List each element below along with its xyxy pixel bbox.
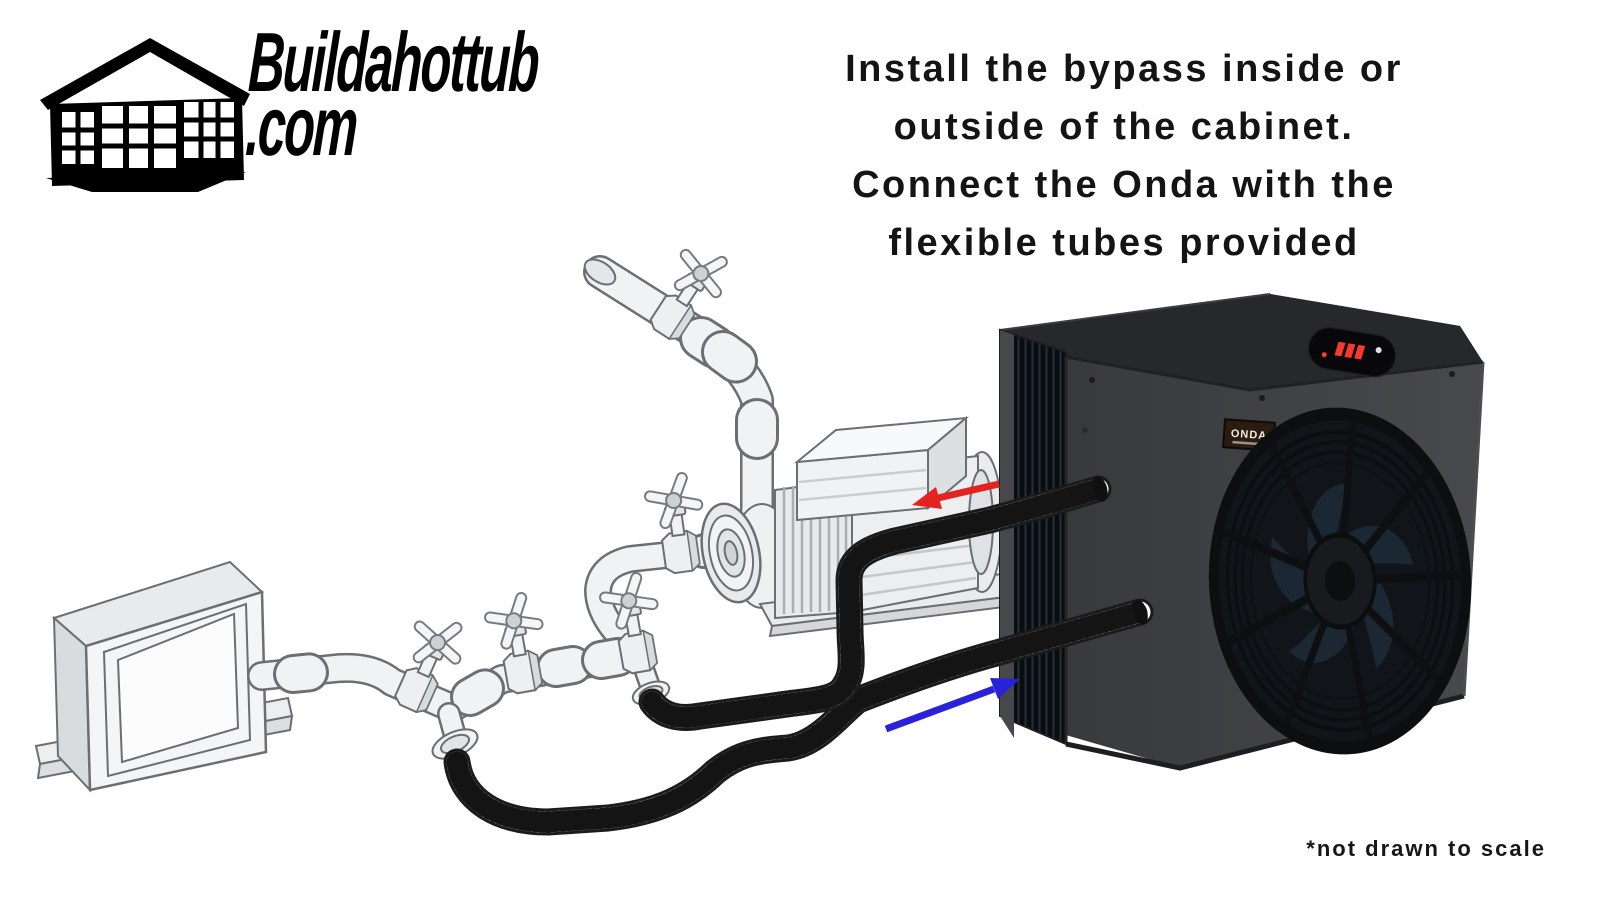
pipe-couplings	[273, 316, 779, 717]
headline-line-4: flexible tubes provided	[888, 222, 1360, 264]
headline-line-1: Install the bypass inside or	[845, 48, 1403, 90]
supply-flow-arrow	[884, 678, 1020, 733]
headline-line-2: outside of the cabinet.	[893, 106, 1355, 148]
fan-grille	[1221, 419, 1463, 741]
headline-line-3: Connect the Onda with the	[852, 164, 1396, 206]
fan	[1208, 407, 1472, 755]
window-panes	[62, 102, 234, 168]
onda-heat-pump: ONDA	[999, 293, 1485, 771]
hot-tub-wall-fitting	[34, 560, 294, 793]
flexible-tube-lower	[443, 598, 1154, 836]
logo: Buildahottub .com	[0, 0, 700, 230]
summerhouse-icon	[40, 38, 250, 192]
headline: Install the bypass inside or outside of …	[788, 40, 1460, 272]
return-flow-arrow	[912, 480, 1000, 509]
valve1-flange	[431, 702, 479, 760]
pump-inlet-flange	[700, 502, 762, 604]
brand-label: ONDA	[1230, 428, 1267, 443]
footnote: *not drawn to scale	[1306, 836, 1546, 861]
flexible-tube-upper	[638, 475, 1112, 731]
control-display[interactable]	[1305, 324, 1398, 379]
